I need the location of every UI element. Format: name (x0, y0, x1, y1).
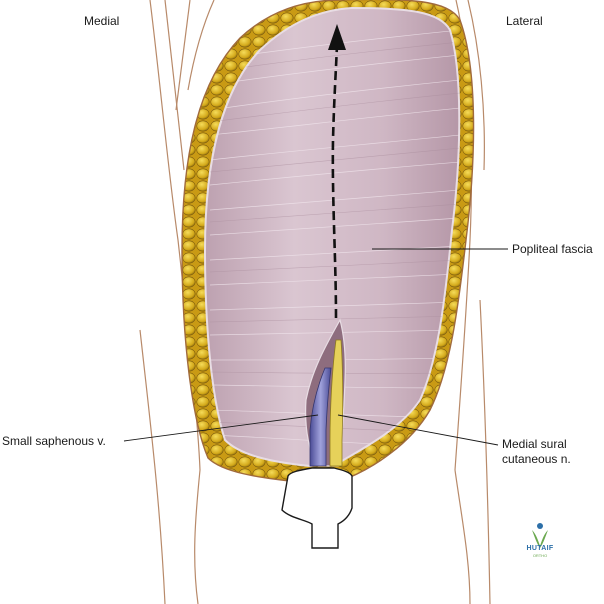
label-popliteal-fascia: Popliteal fascia (512, 242, 593, 256)
watermark-brand: HUTAIF (526, 545, 554, 552)
label-medial: Medial (84, 14, 120, 28)
medial-sural-nerve (329, 339, 344, 467)
leader-vein (123, 414, 319, 442)
leader-nerve (337, 414, 499, 446)
label-small-saphenous: Small saphenous v. (2, 434, 106, 448)
retractor (281, 467, 353, 549)
incision-direction-arrow (331, 44, 339, 319)
small-saphenous-vein (309, 367, 332, 467)
watermark-sub: ORTHO (532, 553, 548, 558)
label-lateral: Lateral (506, 14, 543, 28)
watermark-logo-icon (532, 523, 548, 548)
arrow-head (328, 24, 346, 50)
label-medial-sural: Medial sural cutaneous n. (502, 437, 571, 466)
